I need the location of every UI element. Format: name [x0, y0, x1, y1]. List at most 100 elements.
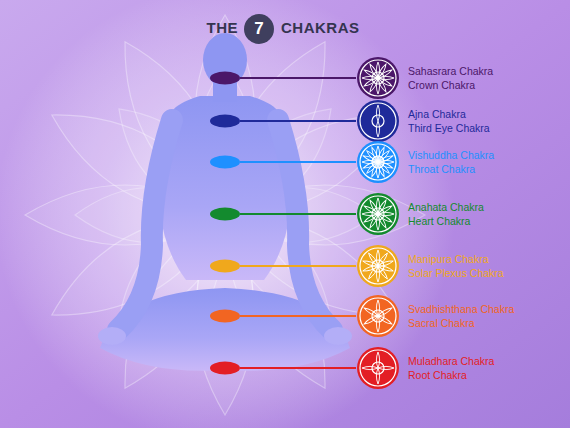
symbol-core	[372, 362, 384, 374]
sanskrit-name: Anahata Chakra	[408, 200, 484, 214]
symbol-petal	[376, 352, 379, 368]
chakra-text: Manipura ChakraSolar Plexus Chakra	[408, 244, 504, 288]
symbol-disc	[357, 245, 399, 287]
chakra-symbol	[356, 140, 400, 184]
leader-line	[240, 77, 356, 79]
english-name: Heart Chakra	[408, 214, 484, 228]
leader-line	[240, 315, 356, 317]
chakra-item: Sahasrara ChakraCrown Chakra	[356, 56, 495, 100]
symbol-petal	[376, 368, 379, 384]
symbol-core	[372, 310, 384, 322]
chakra-dots	[210, 72, 240, 375]
chakra-item: Svadhishthana ChakraSacral Chakra	[356, 294, 516, 338]
left-hand	[98, 327, 126, 345]
symbol-core	[372, 115, 384, 127]
symbol-core	[372, 156, 384, 168]
symbol-petal	[369, 63, 380, 78]
symbol-ring	[360, 298, 396, 334]
chakra-text: Ajna ChakraThird Eye Chakra	[408, 99, 490, 143]
symbol-ring	[360, 196, 396, 232]
english-name: Solar Plexus Chakra	[408, 266, 504, 280]
symbol-petal	[376, 214, 379, 230]
chakra-symbol	[356, 56, 400, 100]
chakra-text: Svadhishthana ChakraSacral Chakra	[408, 294, 514, 338]
sanskrit-name: Sahasrara Chakra	[408, 64, 493, 78]
sanskrit-name: Muladhara Chakra	[408, 354, 494, 368]
leader-line	[240, 367, 356, 369]
chakra-dot	[210, 362, 240, 375]
symbol-petal	[377, 307, 392, 318]
chakra-text: Sahasrara ChakraCrown Chakra	[408, 56, 493, 100]
chakra-item: Anahata ChakraHeart Chakra	[356, 192, 486, 236]
chakra-symbol	[356, 346, 400, 390]
chakra-dot	[210, 260, 240, 273]
chakra-item: Manipura ChakraSolar Plexus Chakra	[356, 244, 506, 288]
lotus-mandala	[25, 15, 425, 415]
english-name: Root Chakra	[408, 368, 494, 382]
chakra-text: Muladhara ChakraRoot Chakra	[408, 346, 494, 390]
symbol-petal	[369, 199, 380, 214]
symbol-petal	[376, 78, 379, 94]
symbol-petal	[376, 62, 379, 78]
symbol-petal	[376, 300, 379, 316]
chakra-item: Muladhara ChakraRoot Chakra	[356, 346, 496, 390]
chakra-item: Ajna ChakraThird Eye Chakra	[356, 99, 492, 143]
chakra-text: Anahata ChakraHeart Chakra	[408, 192, 484, 236]
leader-line	[240, 161, 356, 163]
number-circle: 7	[244, 14, 274, 44]
chakra-dot	[210, 310, 240, 323]
glow	[0, 0, 455, 428]
symbol-ring	[360, 144, 396, 180]
meditating-figure	[98, 33, 352, 371]
symbol-disc	[357, 193, 399, 235]
symbol-petal	[376, 198, 379, 214]
symbol-petal	[362, 76, 378, 79]
symbol-petal	[363, 315, 378, 326]
symbol-disc	[357, 347, 399, 389]
leader-line	[240, 265, 356, 267]
chakra-symbol	[356, 244, 400, 288]
symbol-disc	[357, 57, 399, 99]
chakra-dot	[210, 156, 240, 169]
right-hand	[324, 327, 352, 345]
symbol-core	[372, 208, 384, 220]
symbol-core	[372, 72, 384, 84]
chakra-symbol	[356, 99, 400, 143]
symbol-petal	[363, 205, 378, 216]
english-name: Third Eye Chakra	[408, 121, 490, 135]
symbol-petal	[378, 366, 394, 369]
right-arm	[278, 120, 332, 330]
chakra-symbol	[356, 294, 400, 338]
english-name: Sacral Chakra	[408, 316, 514, 330]
title-text: THE	[207, 19, 239, 36]
leader-lines	[240, 78, 356, 368]
symbol-petal	[378, 76, 394, 79]
sanskrit-name: Vishuddha Chakra	[408, 148, 494, 162]
symbol-petal	[362, 366, 378, 369]
chakra-symbol	[356, 192, 400, 236]
symbol-disc	[357, 141, 399, 183]
chakra-dot	[210, 115, 240, 128]
chakra-text: Vishuddha ChakraThroat Chakra	[408, 140, 494, 184]
symbol-disc	[357, 100, 399, 142]
symbol-petal	[376, 121, 379, 137]
symbol-core	[372, 260, 384, 272]
symbol-petal	[378, 212, 394, 215]
symbol-ring	[360, 350, 396, 386]
symbol-disc	[357, 295, 399, 337]
leader-line	[240, 120, 356, 122]
left-arm	[118, 120, 172, 330]
number-text: 7	[244, 14, 274, 44]
symbol-ring	[360, 248, 396, 284]
english-name: Crown Chakra	[408, 78, 493, 92]
english-name: Throat Chakra	[408, 162, 494, 176]
leader-line	[240, 213, 356, 215]
sanskrit-name: Ajna Chakra	[408, 107, 490, 121]
chakra-dot	[210, 72, 240, 85]
symbol-petal	[376, 316, 379, 332]
symbol-ring	[360, 60, 396, 96]
symbol-petal	[362, 212, 378, 215]
symbol-petal	[376, 105, 379, 121]
chakra-dot	[210, 208, 240, 221]
